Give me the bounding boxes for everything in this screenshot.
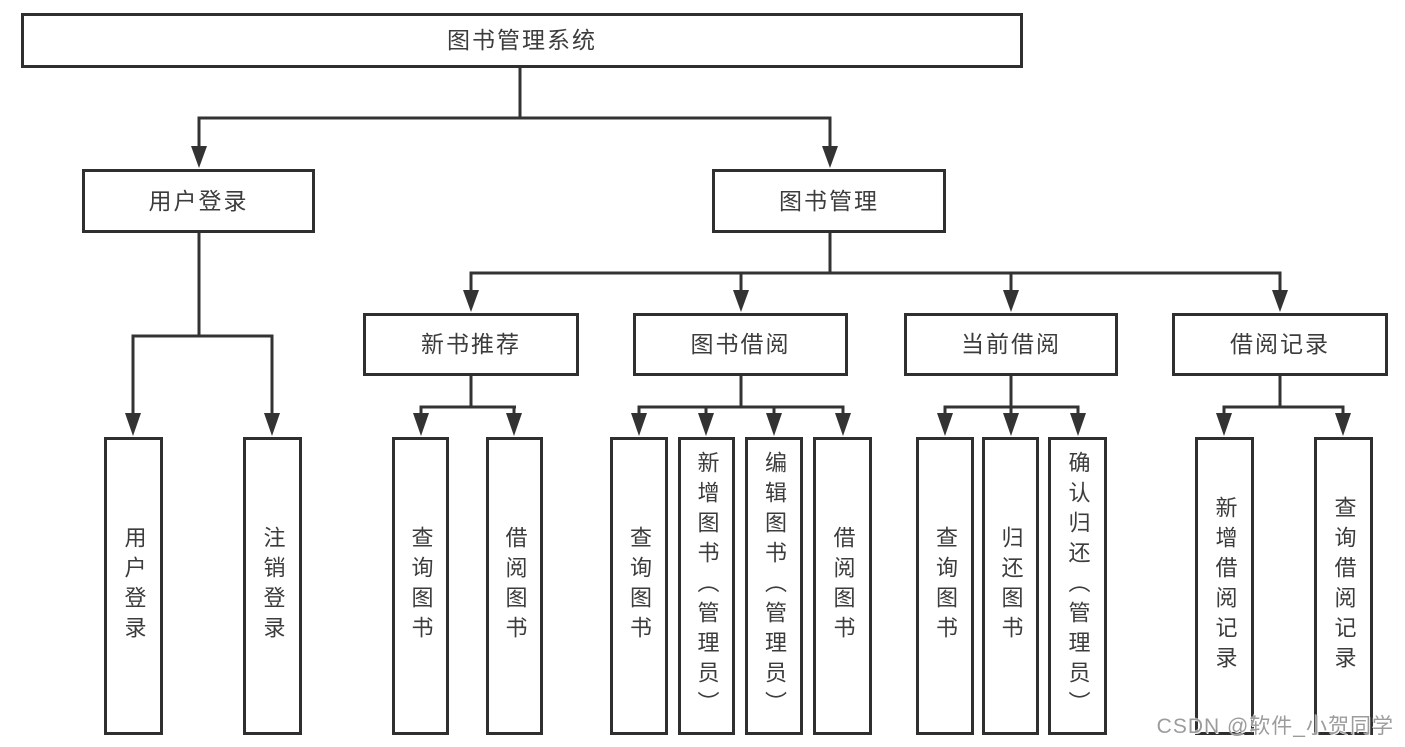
- connector-currentborrow-to-leaves: [937, 376, 1086, 436]
- node-new-books-label: 新书推荐: [421, 331, 521, 357]
- leaf-add-borrow-record-label: 新增借阅记录: [1212, 496, 1238, 676]
- node-book-mgmt: 图书管理: [712, 169, 946, 233]
- node-root: 图书管理系统: [21, 13, 1023, 68]
- leaf-logout: 注销登录: [243, 437, 302, 735]
- leaf-edit-book-admin: 编辑图书（管理员）: [745, 437, 803, 735]
- leaf-query-books-current-label: 查询图书: [933, 526, 958, 646]
- leaf-query-books-recommend-label: 查询图书: [408, 526, 434, 646]
- leaf-query-borrow-record: 查询借阅记录: [1314, 437, 1373, 735]
- leaf-logout-label: 注销登录: [260, 526, 286, 646]
- node-book-borrow-label: 图书借阅: [690, 331, 791, 357]
- csdn-watermark: CSDN @软件_小贺同学: [1156, 715, 1394, 738]
- connector-newbooks-to-leaves: [413, 376, 522, 436]
- leaf-edit-book-admin-label: 编辑图书（管理员）: [762, 451, 787, 721]
- node-root-label: 图书管理系统: [447, 27, 597, 53]
- leaf-return-book-label: 归还图书: [998, 526, 1024, 646]
- leaf-confirm-return-admin: 确认归还（管理员）: [1048, 437, 1107, 735]
- node-book-borrow: 图书借阅: [633, 313, 848, 376]
- leaf-user-login: 用户登录: [104, 437, 163, 735]
- leaf-user-login-label: 用户登录: [121, 526, 147, 646]
- leaf-add-borrow-record: 新增借阅记录: [1195, 437, 1254, 735]
- connector-borrowrecords-to-leaves: [1216, 376, 1351, 436]
- node-book-mgmt-label: 图书管理: [779, 187, 879, 214]
- leaf-borrow-books-label: 借阅图书: [830, 526, 856, 646]
- leaf-add-book-admin: 新增图书（管理员）: [678, 437, 735, 735]
- connector-userlogin-to-leaves: [125, 233, 280, 436]
- node-user-login: 用户登录: [82, 169, 315, 233]
- leaf-query-books-recommend: 查询图书: [392, 437, 449, 735]
- node-borrow-records-label: 借阅记录: [1230, 331, 1330, 357]
- connector-root-to-level2: [191, 68, 838, 168]
- connector-bookmgmt-to-level3: [463, 233, 1288, 312]
- leaf-borrow-books: 借阅图书: [813, 437, 872, 735]
- leaf-borrow-books-recommend: 借阅图书: [486, 437, 543, 735]
- leaf-query-books-current: 查询图书: [916, 437, 974, 735]
- leaf-query-borrow-record-label: 查询借阅记录: [1331, 496, 1357, 676]
- leaf-return-book: 归还图书: [982, 437, 1039, 735]
- leaf-add-book-admin-label: 新增图书（管理员）: [694, 451, 720, 721]
- connector-bookborrow-to-leaves: [631, 376, 851, 436]
- node-borrow-records: 借阅记录: [1172, 313, 1388, 376]
- node-current-borrow: 当前借阅: [904, 313, 1118, 376]
- leaf-confirm-return-admin-label: 确认归还（管理员）: [1065, 451, 1091, 721]
- node-current-borrow-label: 当前借阅: [961, 331, 1061, 357]
- leaf-query-books-borrow: 查询图书: [610, 437, 668, 735]
- node-new-books: 新书推荐: [363, 313, 579, 376]
- leaf-query-books-borrow-label: 查询图书: [627, 526, 652, 646]
- node-user-login-label: 用户登录: [148, 187, 249, 214]
- leaf-borrow-books-recommend-label: 借阅图书: [502, 526, 528, 646]
